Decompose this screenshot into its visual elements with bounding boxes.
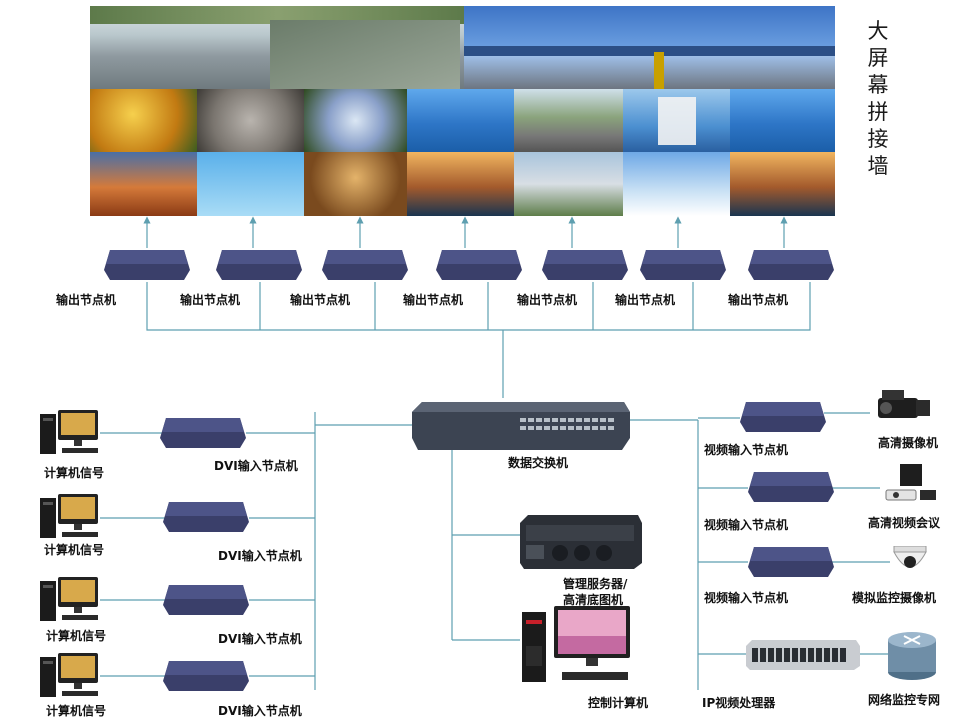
wall-panel-bridge: [464, 6, 835, 89]
video-input-label-1: 视频输入节点机: [704, 443, 789, 457]
wall-tile-koala: [197, 89, 304, 152]
output-node-6: [640, 250, 726, 280]
management-server-icon: [520, 515, 642, 569]
computer-signal-label-2: 计算机信号: [44, 543, 105, 557]
output-node-label-6: 输出节点机: [615, 293, 676, 307]
output-node-2: [216, 250, 302, 280]
video-input-node-3: [748, 547, 834, 577]
wall-title: 大屏幕拼接墙: [867, 19, 889, 178]
computer-icon-3: [40, 577, 98, 621]
video-conference-icon: [885, 464, 936, 501]
management-server-label-line1: 管理服务器/: [563, 577, 628, 591]
output-node-label-1: 输出节点机: [56, 293, 117, 307]
output-node-1: [104, 250, 190, 280]
wall-tile-eagle: [304, 152, 407, 216]
wall-tile-lighthouse: [407, 152, 514, 216]
hd-camera-icon: [878, 390, 930, 418]
computer-icon-2: [40, 494, 98, 538]
control-computer-icon: [522, 606, 630, 682]
ip-video-processor-icon: [746, 640, 860, 670]
dvi-input-node-3: [163, 585, 249, 615]
output-node-label-2: 输出节点机: [180, 293, 241, 307]
wall-tile-city: [514, 152, 623, 216]
computer-signal-label-4: 计算机信号: [46, 704, 107, 718]
output-node-label-4: 输出节点机: [403, 293, 464, 307]
wall-tile-island: [407, 89, 514, 152]
dvi-input-label-4: DVI输入节点机: [218, 704, 302, 718]
data-switch-label: 数据交换机: [508, 456, 569, 470]
output-node-4: [436, 250, 522, 280]
dvi-input-node-2: [163, 502, 249, 532]
wall-tile-ship: [623, 89, 730, 152]
dvi-input-label-2: DVI输入节点机: [218, 549, 302, 563]
data-switch: [412, 402, 630, 450]
wall-tile-tulips: [90, 89, 197, 152]
management-server-label-line2: 高清底图机: [563, 593, 624, 607]
dvi-input-label-3: DVI输入节点机: [218, 632, 302, 646]
control-computer-label: 控制计算机: [588, 696, 649, 710]
network-router-icon: [888, 632, 936, 680]
wall-tile-flower: [304, 89, 407, 152]
video-input-node-1: [740, 402, 826, 432]
analog-camera-label: 模拟监控摄像机: [852, 591, 937, 605]
video-wall: [90, 6, 835, 216]
video-conference-label: 高清视频会议: [868, 516, 941, 530]
computer-signal-label-3: 计算机信号: [46, 629, 107, 643]
output-node-5: [542, 250, 628, 280]
video-input-label-2: 视频输入节点机: [704, 518, 789, 532]
video-input-node-2: [748, 472, 834, 502]
output-node-3: [322, 250, 408, 280]
output-node-label-3: 输出节点机: [290, 293, 351, 307]
wall-tile-lighthouse-2: [730, 152, 835, 216]
wall-tile-desert: [90, 152, 197, 216]
output-node-label-5: 输出节点机: [517, 293, 578, 307]
computer-icon-4: [40, 653, 98, 697]
output-node-7: [748, 250, 834, 280]
dvi-input-node-4: [163, 661, 249, 691]
wall-tile-penguins: [623, 152, 730, 216]
computer-signal-label-1: 计算机信号: [44, 466, 105, 480]
wall-panel-road: [90, 6, 464, 89]
computer-icon-1: [40, 410, 98, 454]
dvi-input-node-1: [160, 418, 246, 448]
ip-video-processor-label: IP视频处理器: [702, 696, 776, 710]
hd-camera-label: 高清摄像机: [878, 436, 939, 450]
output-node-label-7: 输出节点机: [728, 293, 789, 307]
network-label: 网络监控专网: [868, 693, 941, 707]
wall-tile-island-2: [730, 89, 835, 152]
wall-tile-sky-plane: [197, 152, 304, 216]
dvi-input-label-1: DVI输入节点机: [214, 459, 298, 473]
video-input-label-3: 视频输入节点机: [704, 591, 789, 605]
wall-tile-highway: [514, 89, 623, 152]
analog-camera-icon: [893, 546, 927, 568]
